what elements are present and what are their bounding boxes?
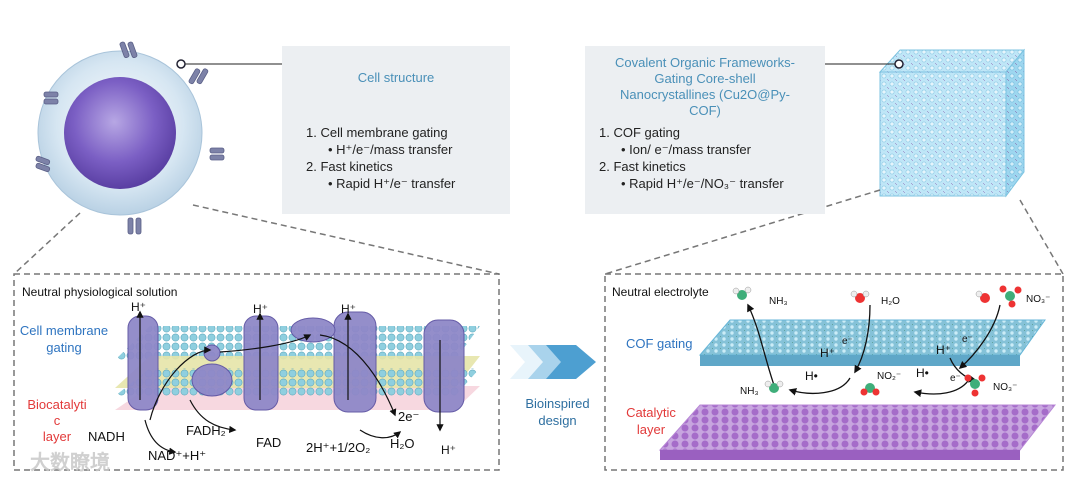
two-electrons-label: 2e⁻ [398,409,420,424]
water-top-label: H₂O [881,296,900,307]
left-zoom-line-2 [192,204,500,275]
label-line: design [538,413,577,428]
label-line: c [53,413,61,428]
cell-structure-list: 1. Cell membrane gating • H⁺/e⁻/mass tra… [306,124,455,192]
list-item: 2. Fast kinetics [306,159,393,174]
cof-structure-title: Covalent Organic Frameworks- Gating Core… [585,55,825,119]
cof-structure-box: Covalent Organic Frameworks- Gating Core… [585,46,825,214]
cof-cube-illustration [878,48,1026,198]
catalytic-layer-label: Catalytic layer [612,404,690,438]
cof-gating-layer-illustration [698,319,1046,366]
cell-membrane-label: Cell membrane gating [16,322,112,356]
right-zoom-line-2 [1019,199,1064,275]
h-plus-label: H⁺ [131,300,146,314]
cell-structure-box: Cell structure 1. Cell membrane gating •… [282,46,510,214]
list-item: • Rapid H⁺/e⁻ transfer [328,176,456,191]
nitrate-top-label: NO₃⁻ [1026,294,1051,305]
hydrogen-radical-label: H• [805,369,818,383]
label-line: layer [42,429,72,444]
label-line: layer [636,422,666,437]
label-line: Biocatalyti [27,397,87,412]
right-panel-header: Neutral electrolyte [612,285,709,299]
water-label: H₂O [390,436,415,451]
h-plus-label: H⁺ [820,346,835,360]
cell-structure-title: Cell structure [357,70,435,85]
list-item: • Rapid H⁺/e⁻/NO₃⁻ transfer [621,176,784,191]
hydrogen-radical-label: H• [916,366,929,380]
molecules [732,285,1022,397]
right-zoom-line-1 [604,189,881,275]
fadh2-label: FADH₂ [186,423,226,438]
cell-membrane-illustration [115,310,480,455]
ammonia-bottom-label: NH₃ [740,386,759,397]
nitrate-bottom-label: NO₃⁻ [993,382,1018,393]
h-plus-label: H⁺ [441,443,456,457]
label-line: Catalytic [626,405,676,420]
watermark-text: 大数瞭境 [30,450,110,474]
h-plus-label: H⁺ [253,302,268,316]
title-line: Gating Core-shell [654,71,756,86]
cell-illustration [35,41,225,235]
electron-label: e⁻ [950,373,961,384]
list-item: 2. Fast kinetics [599,159,686,174]
label-line: Bioinspired [525,396,590,411]
bioinspired-design-label: Bioinspired design [510,395,605,429]
electron-label: e⁻ [962,334,973,345]
list-item: 1. Cell membrane gating [306,125,448,140]
cof-gating-label: COF gating [626,336,693,351]
catalytic-layer-illustration [658,404,1057,460]
title-line: Nanocrystallines (Cu2O@Py- [620,87,790,102]
left-panel-header: Neutral physiological solution [22,285,178,299]
left-zoom-line-1 [13,212,81,275]
label-line: gating [46,340,82,355]
label-line: Cell membrane [19,323,109,338]
biocatalytic-layer-label: Biocatalyti c layer [22,397,92,445]
title-line: Covalent Organic Frameworks- [615,55,795,70]
nadh-label: NADH [88,429,125,444]
electron-label: e⁻ [842,336,853,347]
list-item: 1. COF gating [599,125,680,140]
cof-structure-list: 1. COF gating • Ion/ e⁻/mass transfer 2.… [599,124,784,192]
bioinspired-arrow [510,345,596,379]
title-line: COF) [689,103,721,118]
nad-label: NAD⁺+H⁺ [148,448,207,463]
oxygen-reaction-label: 2H⁺+1/2O₂ [306,440,371,455]
h-plus-label: H⁺ [341,302,356,316]
nitrite-label: NO₂⁻ [877,371,902,382]
list-item: • Ion/ e⁻/mass transfer [621,142,751,157]
h-plus-label: H⁺ [936,343,951,357]
list-item: • H⁺/e⁻/mass transfer [328,142,453,157]
fad-label: FAD [256,435,282,450]
ammonia-top-label: NH₃ [769,296,788,307]
